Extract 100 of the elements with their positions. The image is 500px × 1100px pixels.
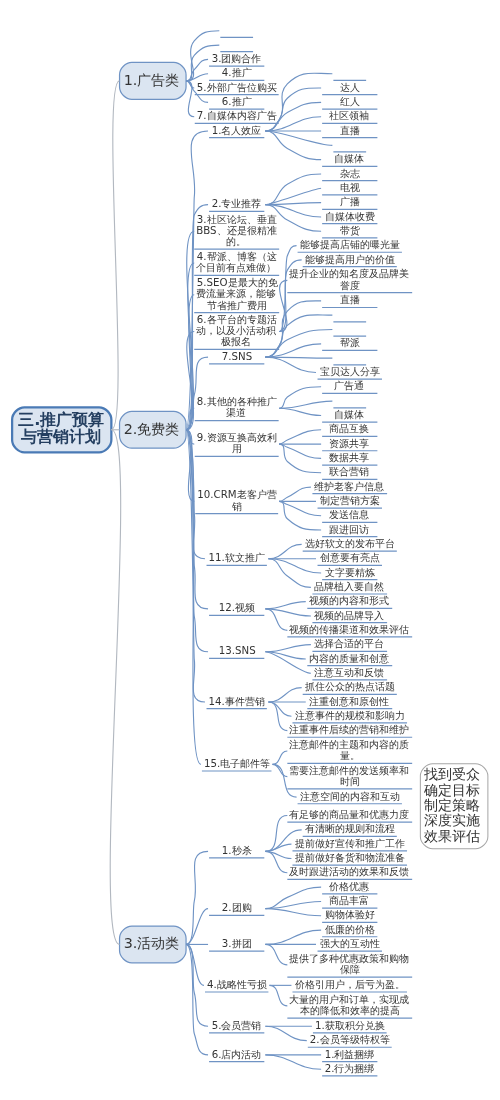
node-text: 选择合适的平台 xyxy=(314,638,385,650)
node-text: 1.获取积分兑换 xyxy=(314,1019,385,1031)
node-text: 强大的互动性 xyxy=(319,937,380,949)
node-text: 低廉的价格 xyxy=(324,923,375,935)
connector xyxy=(185,429,202,765)
connector xyxy=(185,262,195,431)
connector xyxy=(264,651,312,674)
node-text: 注重创意和原创性 xyxy=(309,695,390,707)
connector xyxy=(264,314,333,358)
node-text: 社区领袖 xyxy=(329,110,370,122)
connector xyxy=(278,245,298,333)
node-text: 8.其他的各种推广渠道 xyxy=(196,396,277,419)
connector xyxy=(264,850,288,874)
node-text: 发送信息 xyxy=(329,509,370,521)
node-bar xyxy=(332,335,367,337)
connector xyxy=(264,1054,322,1070)
node-bar xyxy=(332,364,367,366)
node-text: 达人 xyxy=(339,81,360,93)
node-text: 3.拼团 xyxy=(221,937,252,949)
node-text: 注意互动和反馈 xyxy=(314,666,385,678)
node-text: 制定营销方案 xyxy=(319,494,380,506)
connector xyxy=(268,984,288,1007)
connector xyxy=(185,429,209,653)
node-bar xyxy=(219,36,254,38)
node-text: 1.名人效应 xyxy=(211,124,262,136)
connector xyxy=(278,259,303,333)
node-text: 12.视频 xyxy=(218,602,256,614)
node-text: 能够提高用户的价值 xyxy=(304,253,395,265)
node-text: 4.战略性亏损 xyxy=(207,978,267,990)
node-box: 1.广告类 xyxy=(118,61,187,100)
connector xyxy=(267,701,307,703)
node-text: 大量的用户和订单，实现成本的降低和效率的提高 xyxy=(289,993,410,1017)
connector xyxy=(264,1025,308,1042)
connector xyxy=(185,130,209,431)
node-text: 维护老客户信息 xyxy=(314,480,385,492)
node-text: 视频的品牌导入 xyxy=(314,609,385,621)
node-text: 视频的内容和形式 xyxy=(309,595,390,607)
node-text: 2.行为捆绑 xyxy=(324,1062,375,1074)
node-box: 3.活动类 xyxy=(118,925,187,964)
connector xyxy=(185,204,209,431)
node-text: 红人 xyxy=(339,95,360,107)
node-bar xyxy=(219,51,254,53)
connector xyxy=(185,331,195,431)
connector xyxy=(185,429,195,502)
connector xyxy=(278,407,322,416)
connector xyxy=(278,443,322,445)
node-text: 4.推广 xyxy=(221,67,252,79)
node-box: 三.推广预算与营销计划 xyxy=(11,406,113,454)
node-text: 有足够的商品量和优惠力度 xyxy=(289,809,410,821)
node-text: 注意事件的规模和影响力 xyxy=(294,709,405,721)
node-text: 杂志 xyxy=(339,167,360,179)
connector xyxy=(264,356,317,374)
connector xyxy=(185,850,209,945)
node-text: 抓住公众的热点话题 xyxy=(304,681,395,693)
node-text: 6.推广 xyxy=(221,95,252,107)
connector xyxy=(271,750,288,765)
node-text: 电视 xyxy=(339,181,360,193)
node-text: 3.社区论坛、垂直BBS、还是很精准的。 xyxy=(196,213,277,248)
node-text: 3.团购合作 xyxy=(211,52,262,64)
node-text: 文字要精炼 xyxy=(324,566,375,578)
node-text: 数据共享 xyxy=(329,451,370,463)
node-text: 价格优惠 xyxy=(329,880,370,892)
connector xyxy=(185,429,206,560)
node-text: 注意空间的内容和互动 xyxy=(299,790,400,802)
node-text: 15.电子邮件等 xyxy=(203,757,271,769)
node-text: 带货 xyxy=(339,224,360,236)
connector xyxy=(278,500,322,531)
connector xyxy=(185,230,195,431)
connector xyxy=(264,943,288,966)
node-text: 广播 xyxy=(339,196,360,208)
node-text: 直播 xyxy=(339,294,360,306)
connector xyxy=(264,356,333,359)
connector xyxy=(185,943,209,1056)
node-text: 2.会员等级特权等 xyxy=(309,1034,390,1046)
node-text: 2.团购 xyxy=(221,902,252,914)
node-text: 自媒体收费 xyxy=(324,210,375,222)
node-bar xyxy=(332,151,367,153)
node-text: 10.CRM老客户营销 xyxy=(197,489,277,512)
node-text: 创意要有亮点 xyxy=(319,552,380,564)
node-text: 6.各平台的专题活动，以及小活动积极报名 xyxy=(196,313,277,348)
connector xyxy=(185,908,209,945)
node-text: 价格引用户，后亏为盈。 xyxy=(294,978,405,990)
node-text: 视频的传播渠道和效果评估 xyxy=(289,623,410,635)
node-text: 跟进回访 xyxy=(329,523,370,535)
connector xyxy=(264,328,333,358)
connector xyxy=(278,443,322,459)
connector xyxy=(185,429,209,610)
node-text: 11.软文推广 xyxy=(208,552,265,564)
node-text: 5.外部广告位购买 xyxy=(196,81,277,93)
node-text: 提供了多种优惠政策和购物保障 xyxy=(289,952,410,976)
node-text: 资源共享 xyxy=(329,437,370,449)
node-text: 提升企业的知名度及品牌美誉度 xyxy=(289,268,410,291)
connector xyxy=(264,908,322,917)
node-box: 找到受众确定目标制定策略深度实施效果评估 xyxy=(419,763,489,850)
node-text: 7.SNS xyxy=(221,350,253,362)
node-text: 4.帮派、博客（这个目前有点难做） xyxy=(196,250,277,274)
node-text: 6.店内活动 xyxy=(211,1048,262,1060)
connector xyxy=(271,763,298,798)
node-text: 1.利益捆绑 xyxy=(324,1048,375,1060)
connector xyxy=(267,701,288,732)
